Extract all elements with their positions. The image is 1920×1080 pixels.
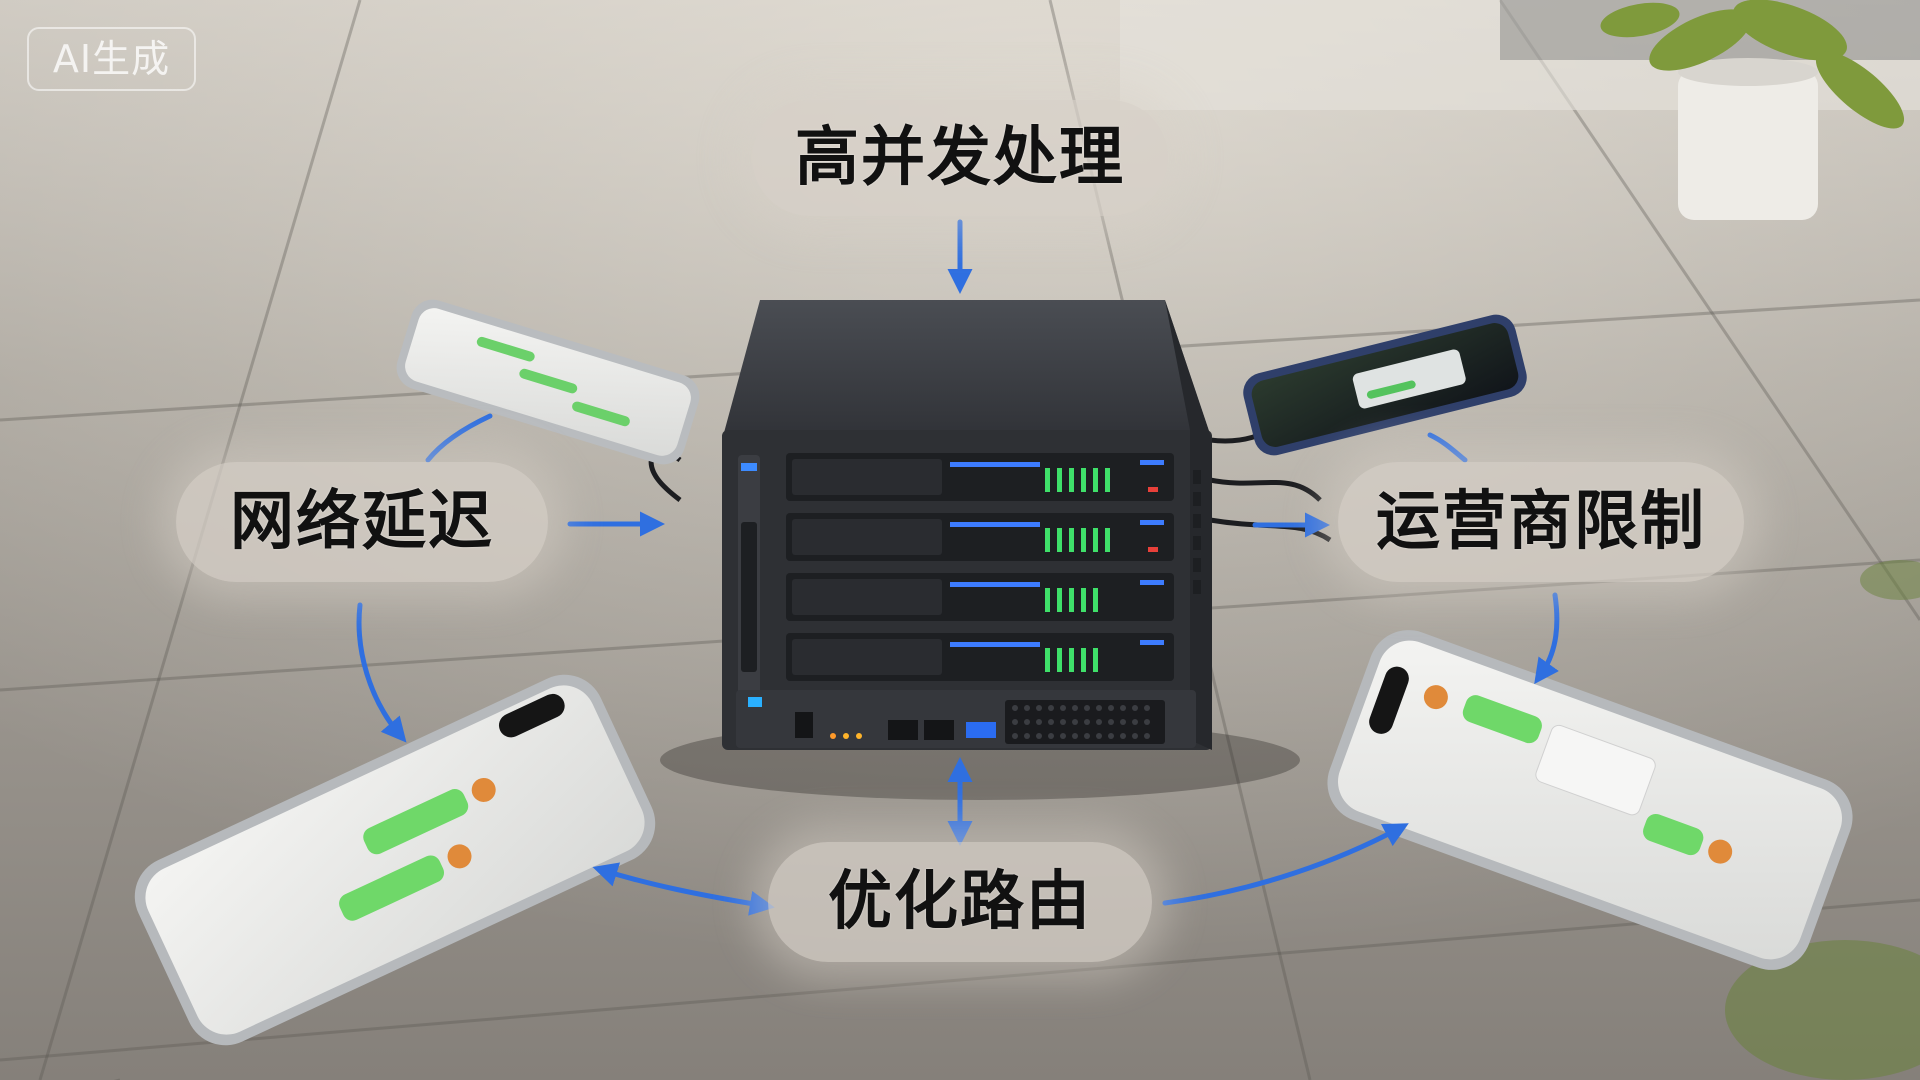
ai-generated-watermark: AI生成 <box>27 27 196 91</box>
phone-bottom-right <box>1327 630 1853 970</box>
arrow-curve-tl <box>425 413 493 463</box>
label-carrier-restriction: 运营商限制 <box>1338 462 1744 582</box>
arrow-curve-tr <box>1427 432 1468 463</box>
phone-bottom-left <box>134 674 656 1046</box>
arrow-bottom-right <box>1162 823 1409 906</box>
server-unit <box>722 300 1212 750</box>
arrow-bottom-left <box>592 862 775 916</box>
arrow-curve-right-down <box>1534 592 1560 685</box>
phone-top-right <box>1243 314 1527 456</box>
label-network-latency: 网络延迟 <box>176 462 548 582</box>
arrow-curve-left-down <box>356 602 407 743</box>
label-high-concurrency: 高并发处理 <box>752 100 1168 216</box>
label-optimized-routing: 优化路由 <box>768 842 1152 962</box>
phone-top-left <box>396 299 700 465</box>
